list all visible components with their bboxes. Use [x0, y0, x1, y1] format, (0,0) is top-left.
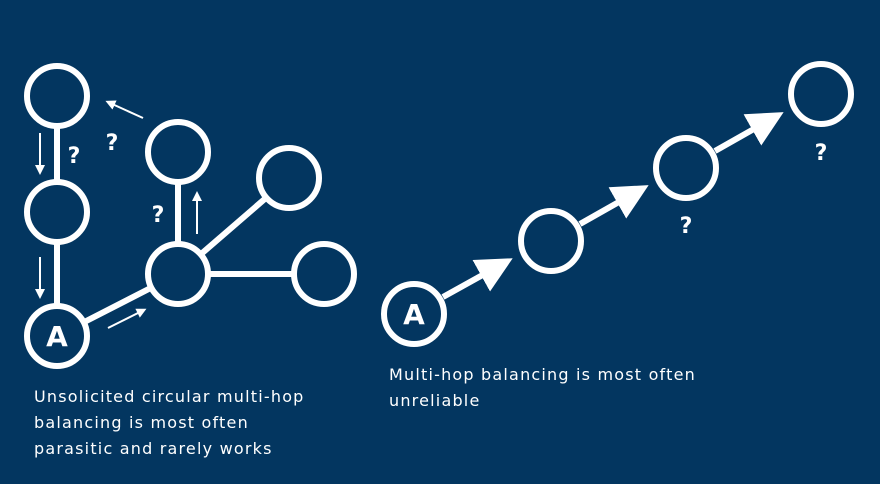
left-caption: Unsolicited circular multi-hop balancing…	[34, 384, 364, 462]
node	[653, 135, 719, 201]
node-a-label: A	[46, 320, 68, 353]
question-mark: ?	[152, 203, 165, 228]
hop-arrow	[578, 185, 649, 227]
caption-line: unreliable	[389, 391, 481, 410]
node	[24, 63, 90, 129]
right-diagram: A ? ?	[381, 61, 854, 347]
question-mark: ?	[815, 141, 828, 166]
node	[291, 241, 357, 307]
direction-arrow	[105, 100, 144, 119]
node-a	[24, 303, 90, 369]
node	[145, 241, 211, 307]
node	[145, 119, 211, 185]
caption-line: Multi-hop balancing is most often	[389, 365, 696, 384]
question-mark: ?	[680, 214, 693, 239]
hop-arrow	[441, 258, 513, 300]
question-mark: ?	[68, 144, 81, 169]
node-a-label: A	[403, 298, 425, 331]
left-diagram: A ? ? ?	[24, 63, 357, 369]
caption-line: Unsolicited circular multi-hop	[34, 387, 305, 406]
direction-arrow	[107, 308, 147, 329]
node-a	[381, 281, 447, 347]
question-mark: ?	[106, 131, 119, 156]
node	[518, 208, 584, 274]
caption-line: balancing is most often	[34, 413, 249, 432]
node	[788, 61, 854, 127]
caption-line: parasitic and rarely works	[34, 439, 273, 458]
hop-arrow	[713, 112, 784, 154]
right-caption: Multi-hop balancing is most often unreli…	[389, 362, 769, 414]
node	[24, 179, 90, 245]
node	[256, 145, 322, 211]
